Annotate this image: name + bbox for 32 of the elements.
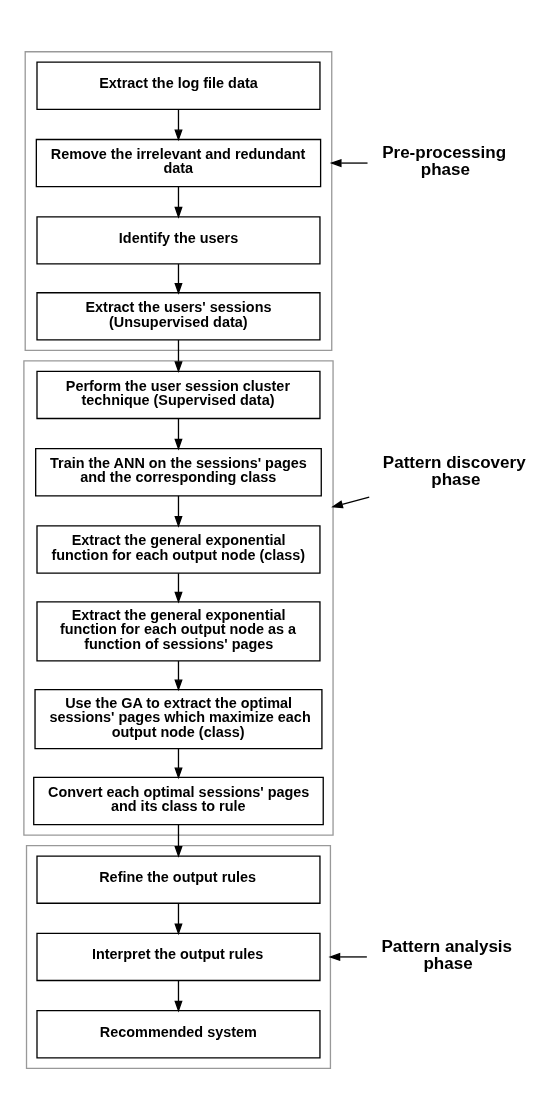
node-text: Pre-processing phase <box>382 142 507 179</box>
arrow <box>174 338 183 373</box>
node-box: Recommended system <box>36 1009 321 1058</box>
arrow <box>174 902 183 935</box>
arrow <box>174 979 183 1012</box>
node-box: Refine the output rules <box>36 854 321 904</box>
cluster <box>24 50 333 351</box>
arrow <box>174 108 183 141</box>
arrow <box>331 496 370 508</box>
arrow <box>174 823 183 858</box>
arrow <box>174 659 183 691</box>
arrow <box>174 747 183 779</box>
arrow <box>174 572 183 604</box>
arrow <box>328 952 368 961</box>
node-box: Use the GA to extract the optimal sessions' pages which maximize each output node (class) <box>34 688 323 749</box>
node-box: Identify the users <box>36 215 321 265</box>
arrow <box>174 417 183 450</box>
arrow <box>174 185 183 219</box>
node-text: Pattern analysis phase <box>381 936 513 973</box>
arrow <box>174 494 183 528</box>
node-text: Pattern discovery phase <box>382 452 526 489</box>
node-box: Extract the general exponential function for each output node as a function of sessions' pages <box>36 600 321 662</box>
node-box: Perform the user session cluster technique (Supervised data) <box>36 370 321 419</box>
arrow <box>329 158 369 167</box>
arrow <box>174 262 183 295</box>
node-box: Interpret the output rules <box>36 932 321 981</box>
node-box: Train the ANN on the sessions' pages and the corresponding class <box>35 447 322 496</box>
node-box: Extract the users' sessions (Unsupervised data) <box>36 291 321 341</box>
node-box: Remove the irrelevant and redundant data <box>35 138 322 187</box>
node-box: Extract the log file data <box>36 61 321 110</box>
node-box: Extract the general exponential function for each output node (class) <box>36 524 321 574</box>
node-box: Convert each optimal sessions' pages and its class to rule <box>33 776 324 825</box>
